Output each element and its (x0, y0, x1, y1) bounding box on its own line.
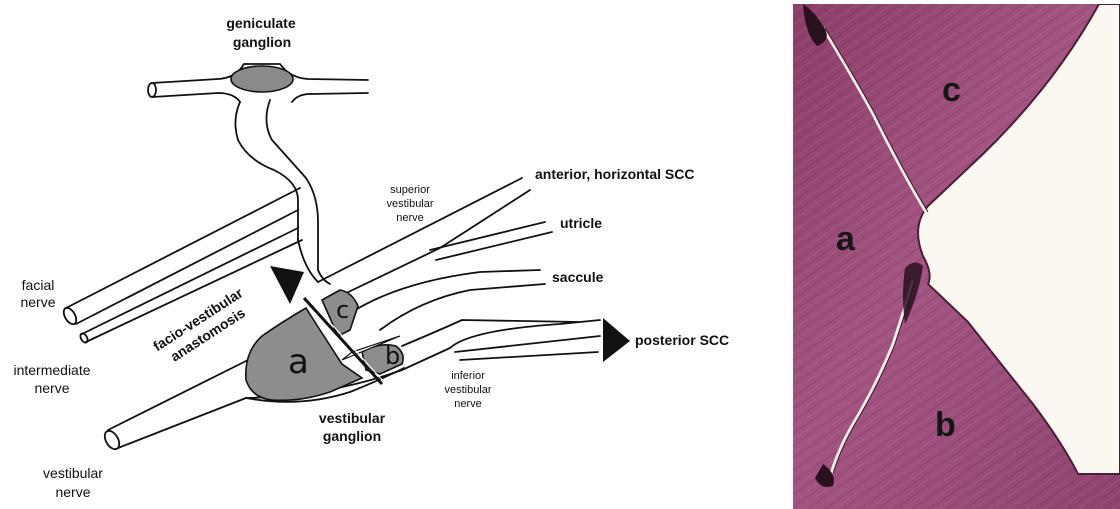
geniculate-tube-end (148, 83, 156, 97)
facial-nerve-end (61, 306, 79, 327)
vestibular-ganglion-label-1: vestibular (319, 410, 386, 426)
saccule-label: saccule (552, 269, 604, 285)
utricle-branch (430, 222, 552, 260)
intermediate-nerve-end (79, 332, 89, 344)
histology-micrograph: c a b (793, 4, 1120, 509)
region-b-label: b (385, 342, 400, 370)
region-c-label: c (336, 296, 349, 324)
inferior-label-2: vestibular (444, 384, 491, 396)
vestibular-ganglion-label-2: ganglion (323, 428, 381, 444)
geniculate-stem (235, 100, 318, 270)
micrograph-region-c: c (942, 71, 961, 109)
inferior-label-3: nerve (454, 398, 482, 410)
vestibular-nerve-label-2: nerve (55, 484, 90, 500)
micrograph-region-a: a (836, 220, 856, 258)
facial-label-1: facial (22, 277, 55, 293)
intermediate-label-1: intermediate (13, 362, 90, 378)
geniculate-label-2: ganglion (233, 34, 291, 50)
nerve-diagram: a c b geniculate ganglion facial nerve i… (0, 0, 780, 509)
micrograph-region-b: b (935, 406, 956, 444)
facial-label-2: nerve (20, 294, 55, 310)
facial-nerve (66, 188, 300, 324)
geniculate-label-1: geniculate (226, 15, 295, 31)
utricle-label: utricle (560, 215, 602, 231)
vestibular-nerve-label-1: vestibular (43, 465, 103, 481)
inferior-label-1: inferior (451, 370, 485, 382)
posterior-scc-arrowhead (603, 318, 630, 362)
anterior-scc-label: anterior, horizontal SCC (535, 166, 694, 182)
superior-label-1: superior (390, 184, 430, 196)
region-a-label: a (288, 342, 309, 382)
posterior-scc-label: posterior SCC (635, 332, 729, 348)
intermediate-label-2: nerve (34, 380, 69, 396)
geniculate-ganglion-oval (231, 66, 293, 92)
vestibular-nerve (108, 360, 248, 448)
superior-label-2: vestibular (386, 198, 433, 210)
anastomosis-arrowhead (270, 266, 304, 304)
superior-label-3: nerve (396, 212, 424, 224)
